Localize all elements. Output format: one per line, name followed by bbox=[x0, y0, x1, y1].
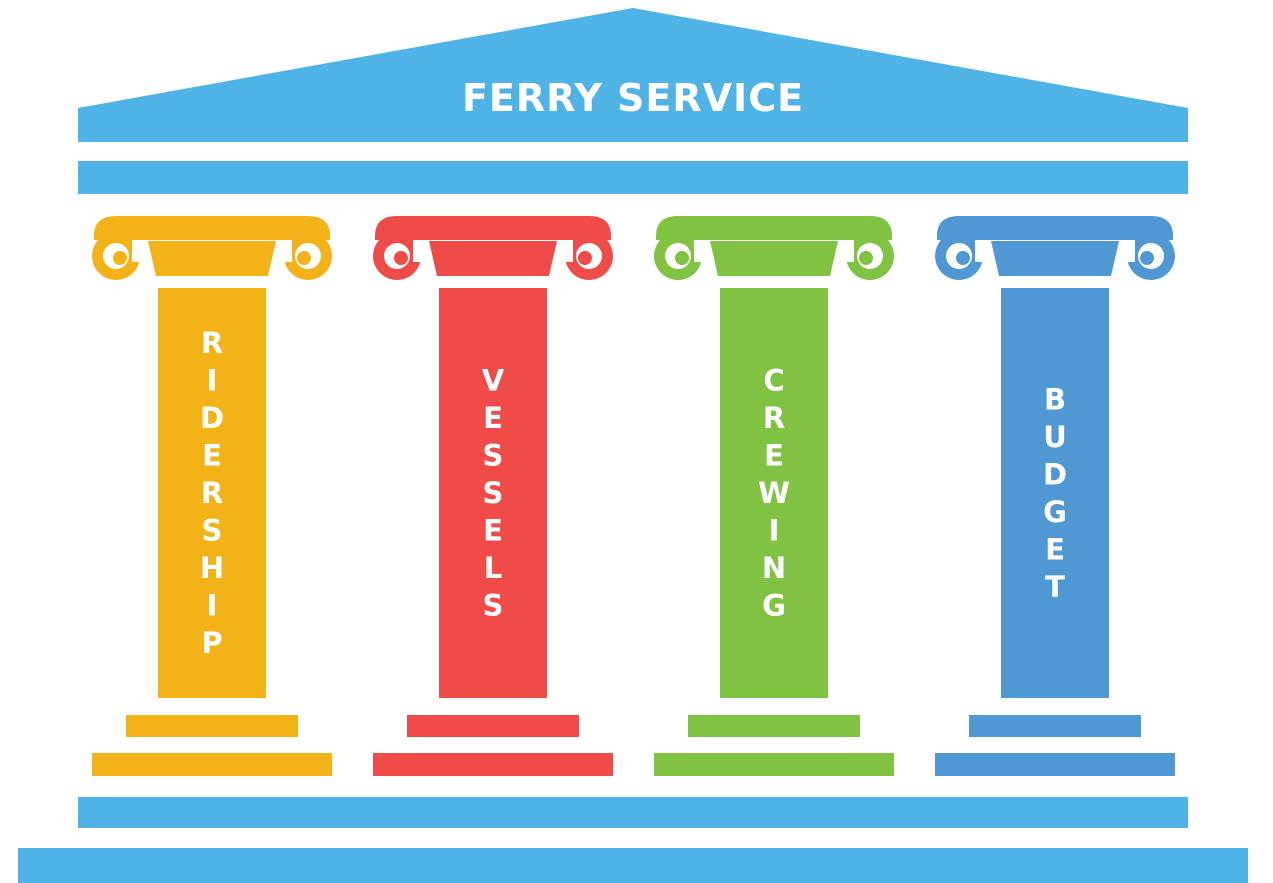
pillar-label-letter: S bbox=[483, 476, 504, 510]
capital-echinus bbox=[710, 241, 838, 276]
pillar-label-letter: B bbox=[1044, 382, 1066, 416]
volute-left-core bbox=[675, 251, 689, 265]
pillar-base-lower bbox=[373, 753, 613, 776]
pillar-shaft bbox=[1001, 288, 1109, 698]
pillar-label-letter: E bbox=[483, 401, 503, 435]
pillar-label-letter: C bbox=[763, 364, 784, 398]
pillar-label-letter: D bbox=[200, 401, 224, 435]
pillar-label-letter: G bbox=[762, 589, 786, 623]
pillar-label-letter: I bbox=[207, 589, 218, 623]
volute-right-core bbox=[578, 251, 592, 265]
pillar-label-letter: W bbox=[758, 476, 790, 510]
capital-echinus bbox=[429, 241, 557, 276]
pillar-base-upper bbox=[126, 715, 298, 737]
pillar-label-letter: N bbox=[762, 551, 786, 585]
foundation-upper bbox=[78, 797, 1188, 828]
pillar-label-letter: I bbox=[207, 364, 218, 398]
pillar-base-lower bbox=[654, 753, 894, 776]
pillar-label-letter: V bbox=[482, 364, 505, 398]
foundation-lower bbox=[18, 848, 1248, 883]
pillar-base-upper bbox=[407, 715, 579, 737]
pillar-base-upper bbox=[969, 715, 1141, 737]
capital-echinus bbox=[148, 241, 276, 276]
pillar-label-letter: E bbox=[483, 514, 503, 548]
pillar-label-letter: E bbox=[764, 439, 784, 473]
pillar-base-lower bbox=[92, 753, 332, 776]
pillar-label-letter: P bbox=[201, 626, 222, 660]
volute-left-core bbox=[113, 251, 127, 265]
pillar-base-upper bbox=[688, 715, 860, 737]
pillar-label-letter: U bbox=[1043, 420, 1067, 454]
pillar-label-letter: S bbox=[483, 439, 504, 473]
pillar-label-letter: G bbox=[1043, 495, 1067, 529]
volute-left-core bbox=[956, 251, 970, 265]
volute-right-core bbox=[859, 251, 873, 265]
temple-title: FERRY SERVICE bbox=[462, 76, 804, 120]
pillar-label-letter: D bbox=[1043, 457, 1067, 491]
pillar-capital bbox=[654, 216, 894, 280]
pediment bbox=[78, 8, 1188, 142]
pillar-label-letter: H bbox=[200, 551, 224, 585]
pillar-base-lower bbox=[935, 753, 1175, 776]
pillar-label-letter: E bbox=[1045, 532, 1065, 566]
pillar-label-letter: T bbox=[1045, 570, 1065, 604]
volute-right-core bbox=[297, 251, 311, 265]
pillar-label-letter: E bbox=[202, 439, 222, 473]
pillar-label-letter: S bbox=[483, 589, 504, 623]
pillar-label-letter: L bbox=[484, 551, 502, 585]
capital-echinus bbox=[991, 241, 1119, 276]
pillar-capital bbox=[935, 216, 1175, 280]
volute-left-core bbox=[394, 251, 408, 265]
roof: FERRY SERVICE bbox=[78, 8, 1188, 142]
pillar-label-letter: S bbox=[202, 514, 223, 548]
pillar-label-letter: R bbox=[201, 476, 223, 510]
pillar-label-letter: I bbox=[769, 514, 780, 548]
architrave bbox=[78, 161, 1188, 194]
volute-right-core bbox=[1140, 251, 1154, 265]
pillar-capital bbox=[373, 216, 613, 280]
pillar-capital bbox=[92, 216, 332, 280]
pillar-label-letter: R bbox=[763, 401, 785, 435]
pillar-label-letter: R bbox=[201, 326, 223, 360]
